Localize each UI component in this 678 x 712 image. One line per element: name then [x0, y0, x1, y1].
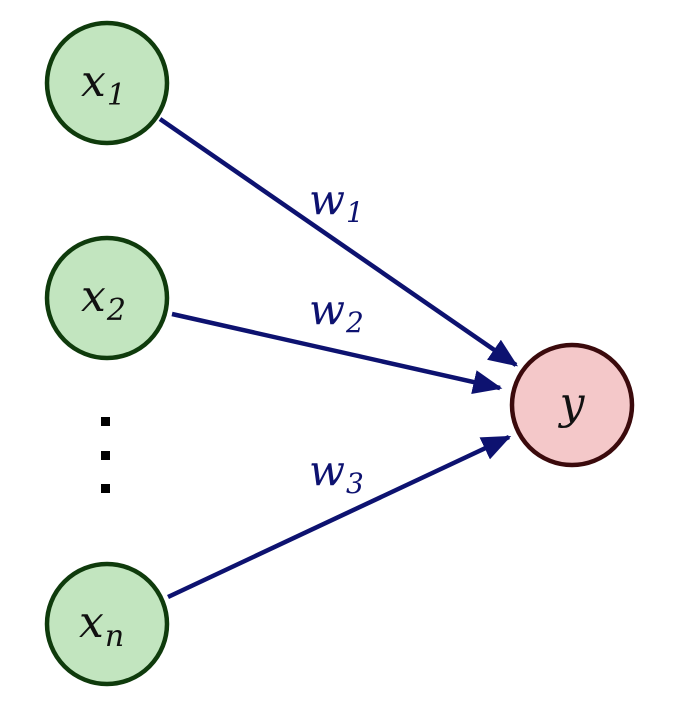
edge-xn-to-y	[167, 434, 512, 600]
ellipsis-dot	[101, 417, 110, 426]
output-node-y: y	[509, 342, 635, 468]
input-node-circle	[44, 561, 170, 687]
output-node-label: y	[558, 378, 586, 429]
input-node-x1: x1	[44, 20, 170, 146]
input-node-circle	[44, 235, 170, 361]
weight-var: w	[309, 446, 345, 495]
input-node-label: x2	[81, 271, 126, 328]
ellipsis-dot	[101, 451, 110, 460]
weight-sub: 1	[346, 196, 364, 229]
weight-label-w1: w1	[309, 175, 364, 229]
weight-sub: 2	[345, 306, 364, 339]
weight-sub: 3	[346, 467, 364, 500]
ellipsis-dot	[101, 484, 110, 493]
input-node-label: xn	[79, 597, 124, 654]
vertical-ellipsis-icon	[101, 417, 110, 493]
input-node-label: x1	[81, 56, 126, 113]
weight-label-w2: w2	[309, 285, 364, 339]
weight-var: w	[309, 175, 345, 224]
weight-label-w3: w3	[309, 446, 364, 500]
input-node-x2: x2	[44, 235, 170, 361]
input-node-circle	[44, 20, 170, 146]
input-node-xn: xn	[44, 561, 170, 687]
edges	[158, 117, 519, 600]
edge-x2-to-y	[171, 311, 503, 394]
edge-x1-to-y	[158, 117, 519, 367]
output-node-circle	[509, 342, 635, 468]
weight-var: w	[309, 285, 345, 334]
